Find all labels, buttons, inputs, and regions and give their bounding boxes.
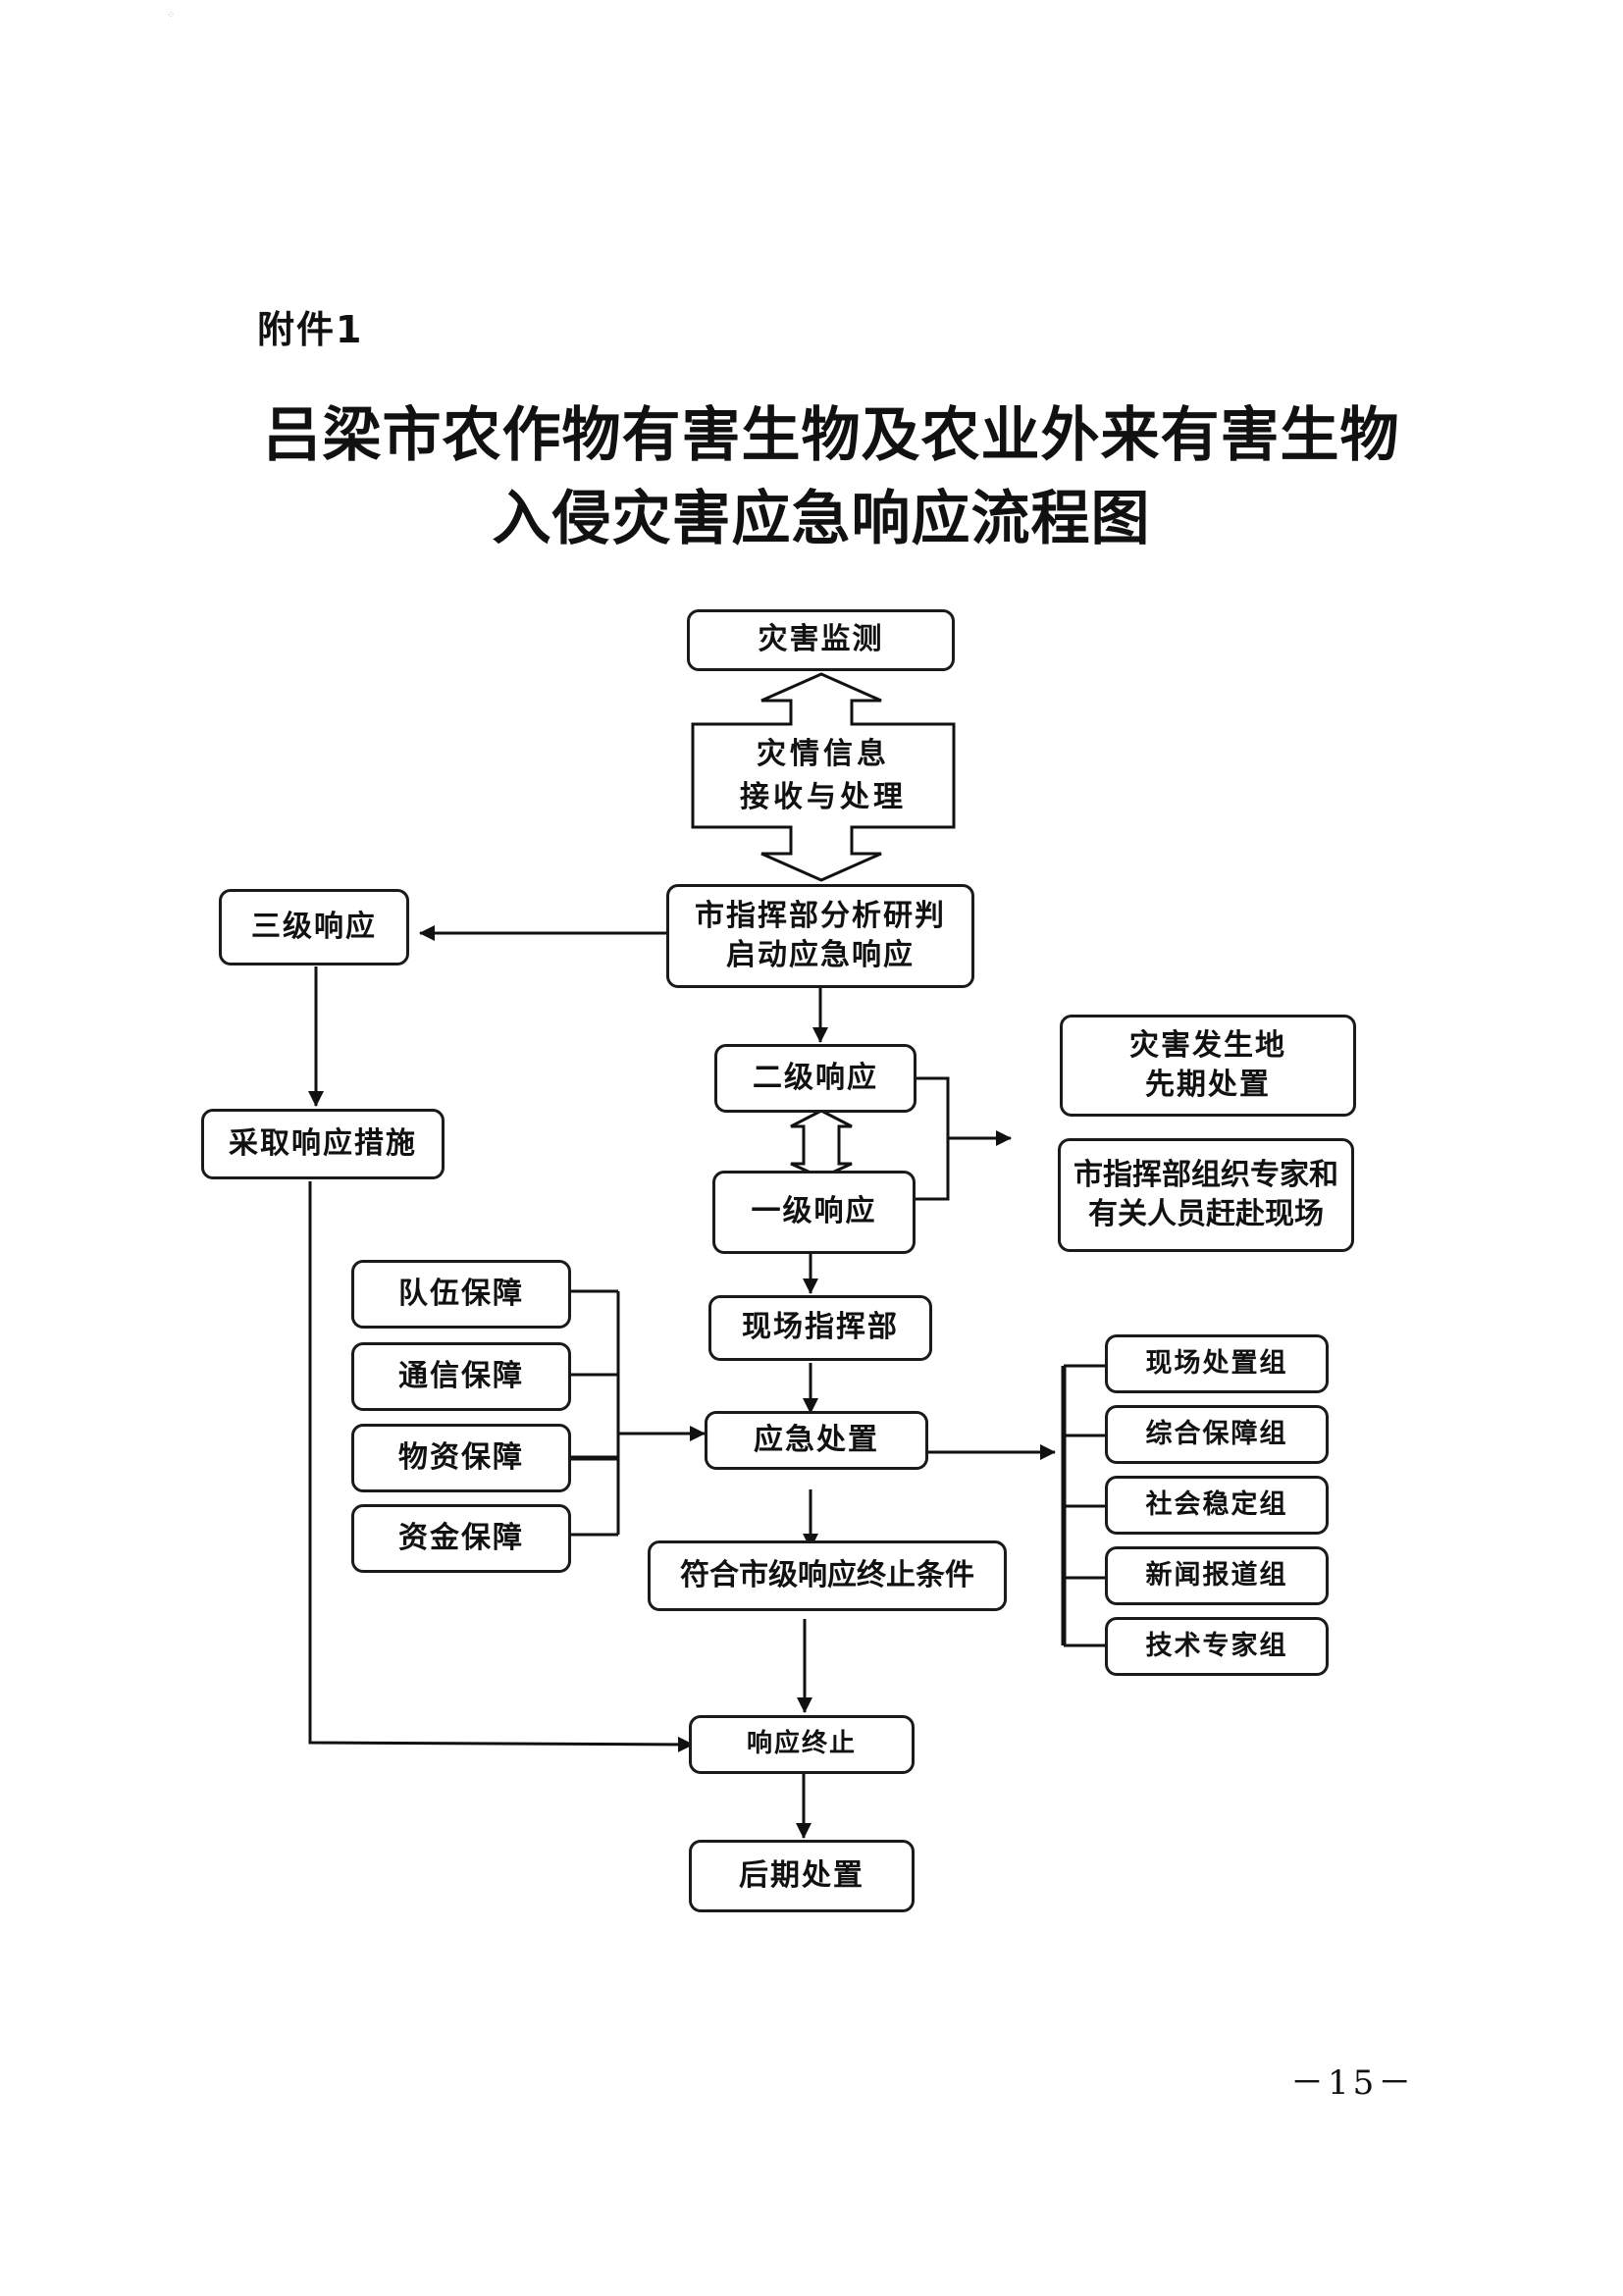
working-group-item: 技术专家组 <box>1105 1617 1329 1676</box>
support-item: 通信保障 <box>351 1342 571 1411</box>
node-level3-response: 三级响应 <box>219 889 409 965</box>
support-item: 资金保障 <box>351 1504 571 1573</box>
node-aftermath: 后期处置 <box>689 1840 915 1912</box>
node-disaster-monitoring: 灾害监测 <box>687 609 955 671</box>
support-item: 物资保障 <box>351 1424 571 1492</box>
node-termination-conditions: 符合市级响应终止条件 <box>648 1540 1007 1611</box>
node-onsite-command: 现场指挥部 <box>708 1295 932 1361</box>
node-emergency-handling: 应急处置 <box>705 1411 928 1470</box>
working-group-item: 综合保障组 <box>1105 1405 1329 1464</box>
working-group-item: 新闻报道组 <box>1105 1546 1329 1605</box>
document-title-line1: 吕梁市农作物有害生物及农业外来有害生物 <box>262 401 1400 470</box>
node-level1-response: 一级响应 <box>712 1171 916 1254</box>
document-title-line2: 入侵灾害应急响应流程图 <box>492 485 1151 553</box>
node-command-analysis: 市指挥部分析研判 启动应急响应 <box>666 884 974 988</box>
working-group-item: 现场处置组 <box>1105 1334 1329 1393</box>
support-item: 队伍保障 <box>351 1260 571 1329</box>
scan-artifact: ⁘ <box>167 10 176 21</box>
node-experts-to-site: 市指挥部组织专家和 有关人员赶赴现场 <box>1058 1138 1354 1252</box>
node-level2-response: 二级响应 <box>714 1044 916 1113</box>
node-info-processing: 灾情信息 接收与处理 <box>740 737 907 814</box>
page-number: －15－ <box>1290 2063 1416 2103</box>
double-arrow-level2-level1 <box>790 1109 853 1179</box>
node-take-measures: 采取响应措施 <box>201 1109 445 1179</box>
bracket-levels <box>915 1076 950 1201</box>
attachment-label: 附件1 <box>257 308 364 351</box>
working-group-item: 社会稳定组 <box>1105 1476 1329 1535</box>
node-response-end: 响应终止 <box>689 1715 915 1774</box>
node-initial-handling: 灾害发生地 先期处置 <box>1060 1015 1356 1117</box>
